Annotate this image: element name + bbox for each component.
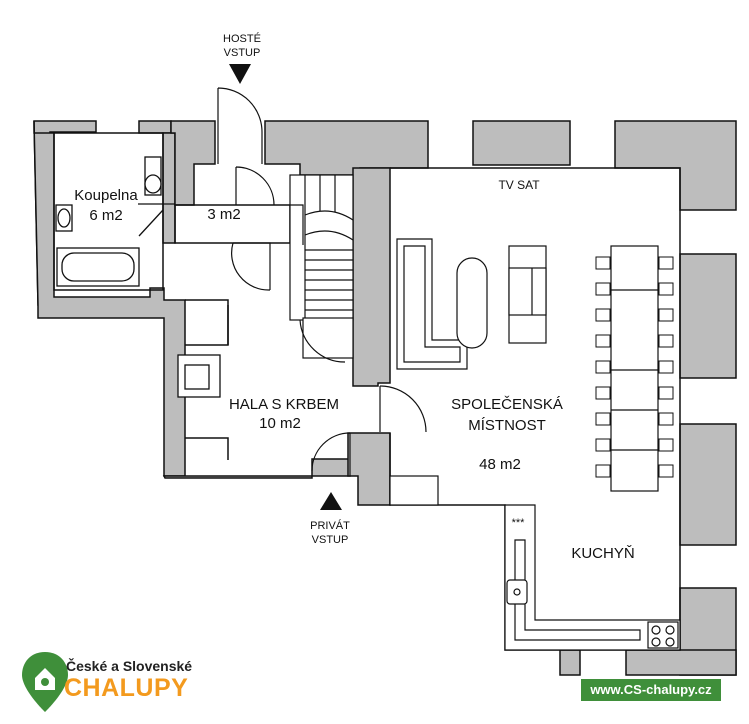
living-name-1: SPOLEČENSKÁ [451, 396, 563, 413]
guest-entry-arrow [229, 64, 251, 84]
fireplace [177, 354, 221, 398]
walls [33, 120, 737, 676]
living-area: 48 m2 [479, 456, 521, 473]
coffee-table [456, 257, 488, 349]
guest-entry-label-1: HOSTÉ [223, 32, 261, 45]
living-name-2: MÍSTNOST [468, 417, 546, 434]
dining-chairs [595, 256, 674, 478]
bathroom-name: Koupelna [74, 187, 138, 204]
guest-entry-label-2: VSTUP [224, 47, 261, 59]
doors [138, 87, 427, 476]
cabinet [389, 475, 439, 506]
bath-fixtures [55, 156, 164, 287]
small-hall-area: 3 m2 [207, 206, 240, 223]
website-link[interactable]: www.CS-chalupy.cz [581, 679, 721, 701]
staircase [289, 174, 354, 359]
fireplace-hall-area: 10 m2 [259, 415, 301, 432]
private-entry-label-1: PRIVÁT [310, 519, 350, 532]
private-entry-label-2: VSTUP [312, 534, 349, 546]
tv-label: TV SAT [498, 178, 540, 192]
bathroom-area: 6 m2 [89, 207, 122, 224]
brand-name-line1: České a Slovenské [66, 658, 193, 674]
brand-logo-icon [22, 652, 68, 712]
living-furniture [396, 238, 659, 492]
stove-mark: *** [512, 517, 526, 529]
brand-name-line2: CHALUPY [64, 674, 189, 702]
private-entry-arrow [320, 492, 342, 510]
kitchen-name: KUCHYŇ [571, 545, 634, 562]
kitchen-counter [504, 504, 681, 651]
fireplace-hall-name: HALA S KRBEM [229, 396, 339, 413]
dining-table [610, 245, 659, 492]
